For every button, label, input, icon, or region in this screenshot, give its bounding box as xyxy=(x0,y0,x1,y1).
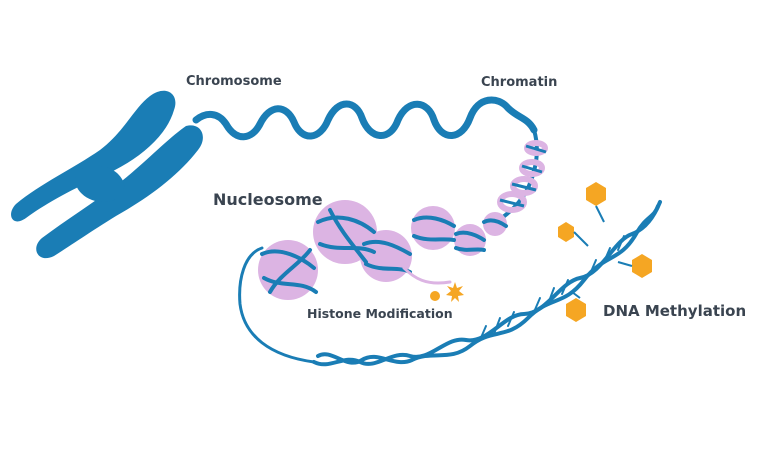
coil-strands xyxy=(499,144,547,208)
chromosome-arm-upper xyxy=(11,90,176,222)
nucleosome-label: Nucleosome xyxy=(213,190,323,209)
methyl-hexagon-1 xyxy=(586,182,606,206)
methyl-groups xyxy=(558,182,652,322)
histone-tail xyxy=(402,266,452,285)
chromosome-centromere xyxy=(75,165,125,203)
helix-strand-a xyxy=(312,200,662,367)
methyl-hexagon-3 xyxy=(632,254,652,278)
methyl-stalks xyxy=(571,205,633,299)
chromatin-fiber xyxy=(192,96,538,141)
helix-base-pairs xyxy=(479,235,625,341)
linker-dna xyxy=(238,246,316,364)
histone-modification-label: Histone Modification xyxy=(307,306,453,321)
nucleosome-3 xyxy=(360,230,412,282)
chromosome xyxy=(11,90,203,259)
methyl-hexagon-4 xyxy=(566,298,586,322)
dna-methylation-label: DNA Methylation xyxy=(603,302,747,320)
modification-dot xyxy=(430,291,440,301)
methyl-hexagon-2 xyxy=(558,222,574,242)
nucleosome-4 xyxy=(411,206,455,250)
dna-double-helix xyxy=(312,200,662,367)
modification-star-icon xyxy=(446,282,464,302)
chromatin-label: Chromatin xyxy=(481,75,558,90)
helix-strand-b xyxy=(316,204,660,365)
histone-modification-marks xyxy=(430,282,464,302)
coil-loops xyxy=(497,140,548,213)
chromosome-label: Chromosome xyxy=(186,74,282,89)
nucleosome-6 xyxy=(483,212,507,236)
